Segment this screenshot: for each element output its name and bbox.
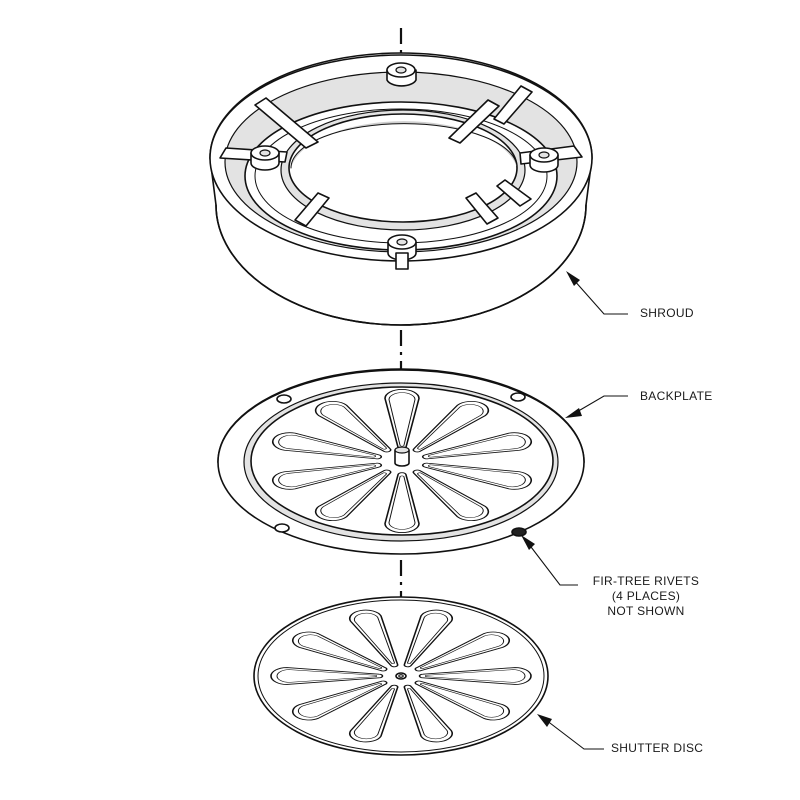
shutter-vent-slot-edge-9 [297, 634, 382, 669]
backplate-vent-slot-6 [384, 472, 420, 533]
shutter-vent-slot-edge-1 [407, 612, 449, 664]
boss-top [386, 62, 417, 87]
backplate-vent-slot-edge-7 [320, 472, 387, 518]
shutter-vent-slot-1 [403, 609, 453, 668]
backplate-vent-slot-edge-8 [278, 464, 376, 488]
rivets-callout-line-2: (4 PLACES) [611, 589, 681, 603]
backplate-leader [565, 395, 628, 418]
shutter-vent-slot-edge-8 [276, 669, 377, 683]
backplate-vent-slot-2 [412, 400, 490, 453]
backplate-vent-slot-3 [421, 432, 532, 460]
backplate-vent-slot-9 [272, 432, 383, 460]
backplate-vent-slot-8 [272, 462, 383, 490]
backplate-callout: BACKPLATE [640, 389, 713, 403]
rivets-callout: FIR-TREE RIVETS (4 PLACES) NOT SHOWN [580, 574, 712, 619]
shutter-vent-slot-edge-10 [353, 612, 395, 664]
boss-right [529, 147, 559, 173]
backplate-vent-slot-edge-9 [278, 434, 376, 458]
backplate-vent-slot-edge-4 [428, 464, 526, 488]
shutter-vent-slot-10 [349, 609, 399, 668]
shutter-disc-callout: SHUTTER DISC [611, 741, 704, 755]
backplate-part [217, 368, 585, 555]
shutter-vent-slot-4 [414, 680, 511, 721]
boss-left [250, 145, 280, 171]
backplate-vent-slot-10 [314, 400, 392, 453]
backplate-vent-slot-edge-3 [428, 434, 526, 458]
backplate-vent-slot-5 [412, 469, 490, 522]
shutter-vent-slot-3 [418, 667, 532, 685]
shutter-vent-slot-6 [349, 684, 399, 743]
shutter-vent-slot-edge-7 [297, 683, 382, 718]
boss-bottom [387, 234, 417, 270]
shutter-disc-leader [537, 714, 604, 750]
shutter-vent-slot-2 [414, 631, 511, 672]
shutter-vent-slot-edge-2 [420, 634, 505, 669]
shutter-vent-slot-edge-4 [420, 683, 505, 718]
backplate-vent-slot-4 [421, 462, 532, 490]
backplate-vent-slot-edge-2 [417, 404, 484, 450]
shutter-vent-slot-edge-5 [407, 688, 449, 740]
rivets-leader [521, 535, 578, 586]
backplate-vent-slot-edge-10 [320, 404, 387, 450]
rivets-callout-line-3: NOT SHOWN [607, 604, 685, 618]
rivets-callout-line-1: FIR-TREE RIVETS [592, 574, 700, 588]
shutter-vent-slot-9 [291, 631, 388, 672]
shroud-callout: SHROUD [640, 306, 694, 320]
shutter-vent-slot-7 [291, 680, 388, 721]
shutter-vent-slot-8 [270, 667, 384, 685]
shutter-vent-slot-5 [403, 684, 453, 743]
shutter-vent-slot-edge-3 [425, 669, 526, 683]
backplate-vent-slot-edge-5 [417, 472, 484, 518]
backplate-vent-slot-edge-1 [388, 392, 416, 447]
backplate-vent-slot-7 [314, 469, 392, 522]
backplate-vent-slot-edge-6 [388, 475, 416, 530]
shroud-part [209, 52, 593, 326]
shroud-leader [566, 271, 628, 315]
shutter-disc-part [253, 596, 549, 756]
shutter-vent-slot-edge-6 [353, 688, 395, 740]
